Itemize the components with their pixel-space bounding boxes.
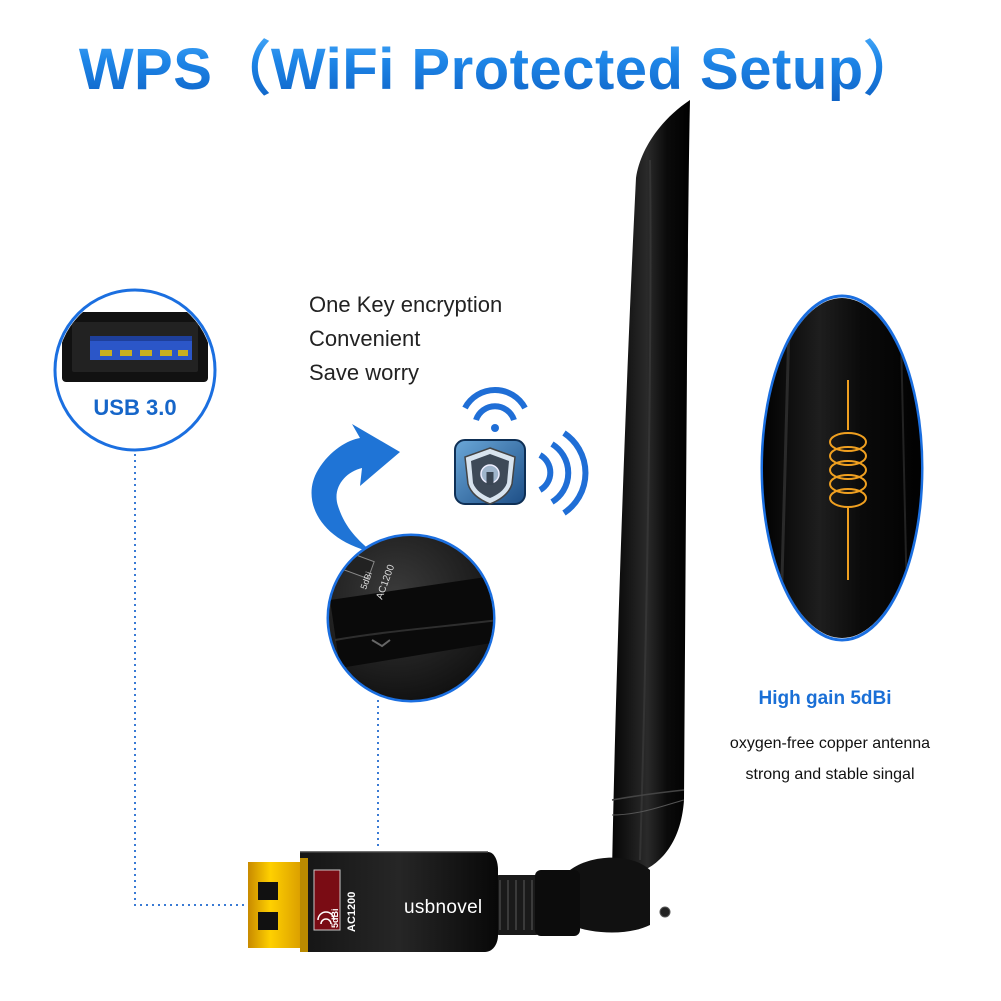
wifi-signal-icon (462, 387, 589, 516)
model-label: AC1200 (346, 891, 358, 932)
wps-shield-icon (454, 439, 526, 505)
antenna-feature-line-1: oxygen-free copper antenna (729, 735, 931, 752)
brand-logo: usbnovel (404, 897, 483, 918)
antenna-connector (495, 870, 580, 936)
page-title: WPS（WiFi Protected Setup） (0, 22, 1001, 106)
usb-adapter-body (300, 851, 498, 952)
antenna (570, 100, 690, 933)
feature-line-3: Save worry (309, 360, 420, 385)
usb-version-label: USB 3.0 (93, 395, 177, 420)
gain-badge-text: 5dBi (330, 908, 340, 928)
feature-line-1: One Key encryption (309, 292, 503, 317)
antenna-feature-line-2: strong and stable singal (745, 766, 915, 783)
connector-lines (134, 448, 379, 906)
usb-callout (53, 288, 217, 452)
usb-plug (248, 858, 308, 952)
wps-button-zoom: 5dBi AC1200 (326, 533, 496, 703)
curved-arrow-icon (311, 424, 400, 552)
antenna-coil-callout (760, 294, 924, 642)
feature-line-2: Convenient (309, 326, 421, 351)
coil-icon (829, 380, 867, 580)
antenna-gain-title: High gain 5dBi (758, 688, 892, 709)
